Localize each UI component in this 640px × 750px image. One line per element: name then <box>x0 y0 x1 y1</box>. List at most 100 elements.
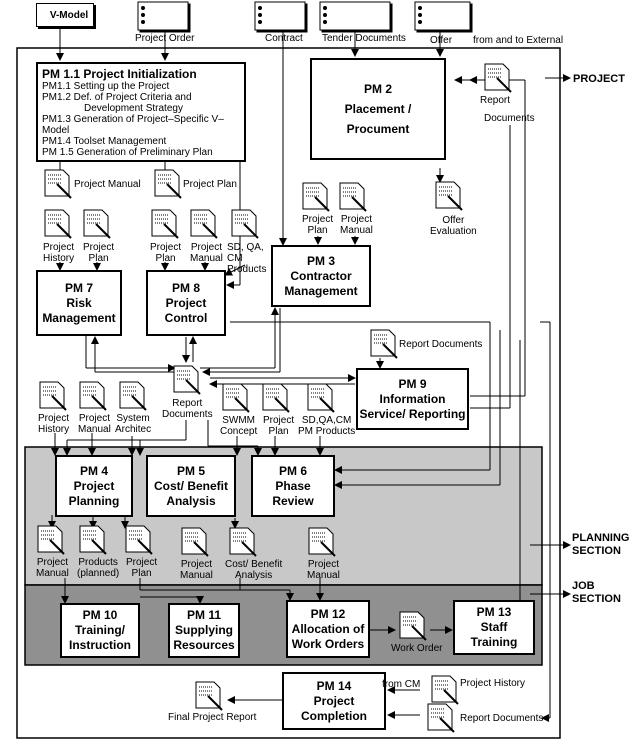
box-line: Analysis <box>166 493 216 508</box>
box-line: Resources <box>173 638 235 652</box>
box-line: Information <box>379 391 446 406</box>
doc-label: Project Manual <box>74 179 141 190</box>
document-icon <box>399 611 427 641</box>
box-line: Completion <box>301 708 367 723</box>
box-title: PM 9 <box>398 376 427 391</box>
box-line: Work Orders <box>291 636 365 651</box>
contract-label: Contract <box>265 33 303 44</box>
document-icon <box>431 675 459 705</box>
document-icon <box>44 209 72 239</box>
document-icon <box>125 525 153 555</box>
pm11-item: PM1.3 Generation of Project–Specific V–M… <box>42 114 224 136</box>
box-line: Project <box>165 295 207 310</box>
document-icon <box>37 525 65 555</box>
input-document-icon <box>414 1 473 33</box>
doc-label: from CM <box>382 679 421 690</box>
external-label: from and to External <box>473 35 564 46</box>
doc-label: Report Documents <box>460 713 544 724</box>
pm3-box: PM 3 Contractor Management <box>271 245 371 307</box>
doc-label: Report <box>480 95 511 106</box>
pm11-item: PM1.1 Setting up the Project <box>42 81 170 92</box>
box-line: Service/ Reporting <box>359 406 466 421</box>
input-document-icon <box>254 1 308 33</box>
document-icon <box>339 182 367 212</box>
document-icon <box>154 169 182 199</box>
input-document-icon <box>319 1 393 33</box>
box-line: Control <box>164 310 208 325</box>
pm11-item: Development Strategy <box>84 103 183 114</box>
box-title: PM 8 <box>171 280 200 295</box>
box-line: Contractor <box>290 268 352 283</box>
doc-label: Products(planned) <box>77 557 120 579</box>
box-title: PM 4 <box>79 463 108 478</box>
input-document-icon <box>137 1 191 33</box>
doc-label: Documents <box>484 113 535 124</box>
box-title: PM 2 <box>363 82 392 96</box>
box-line: Allocation of <box>291 621 365 636</box>
box-line: Management <box>42 310 116 325</box>
document-icon <box>79 525 107 555</box>
doc-label: Project History <box>460 678 526 689</box>
box-title: PM 6 <box>278 463 307 478</box>
box-line: Project <box>313 693 355 708</box>
document-icon <box>308 527 336 557</box>
document-icon <box>195 681 223 711</box>
document-icon <box>262 383 290 413</box>
offer-label: Offer <box>430 35 453 46</box>
section-label-project: PROJECT <box>573 73 625 85</box>
document-icon <box>484 63 512 93</box>
box-title: PM 7 <box>64 280 93 295</box>
document-icon <box>222 383 250 413</box>
box-line: Planning <box>68 493 120 508</box>
document-icon <box>44 169 72 199</box>
pm7-box: PM 7 Risk Management <box>36 270 122 336</box>
box-line: Staff <box>480 620 508 634</box>
document-icon <box>427 703 455 733</box>
box-line: Instruction <box>69 638 131 652</box>
v-model-label: V-Model <box>49 9 89 21</box>
box-title: PM 14 <box>316 678 352 693</box>
pm11-item: PM 1.5 Generation of Preliminary Plan <box>42 147 213 158</box>
doc-label: Report Documents <box>399 339 483 350</box>
box-line: Supplying <box>175 623 233 637</box>
box-line: Training <box>470 635 518 649</box>
project-frame <box>16 47 561 739</box>
document-icon <box>229 527 257 557</box>
pm10-box: PM 10 Training/ Instruction <box>60 603 140 658</box>
box-line: Management <box>284 283 358 298</box>
pm13-box: PM 13 Staff Training <box>453 600 535 655</box>
box-title: PM 12 <box>310 606 346 621</box>
tender-documents-label: Tender Documents <box>322 33 406 44</box>
box-line: Training/ <box>74 623 125 637</box>
pm14-box: PM 14 Project Completion <box>282 672 386 730</box>
pm11-supplying-box: PM 11 Supplying Resources <box>168 603 240 658</box>
pm9-box: PM 9 Information Service/ Reporting <box>356 368 469 430</box>
box-line: Procument <box>346 122 410 136</box>
box-line: Review <box>272 493 314 508</box>
box-title: PM 11 <box>186 608 222 622</box>
document-icon <box>151 209 179 239</box>
document-icon <box>307 383 335 413</box>
document-icon <box>435 181 463 211</box>
pm12-box: PM 12 Allocation of Work Orders <box>286 600 370 658</box>
doc-label: Project Plan <box>183 179 237 190</box>
box-title: PM 10 <box>82 608 118 622</box>
pm4-box: PM 4 Project Planning <box>55 455 133 517</box>
